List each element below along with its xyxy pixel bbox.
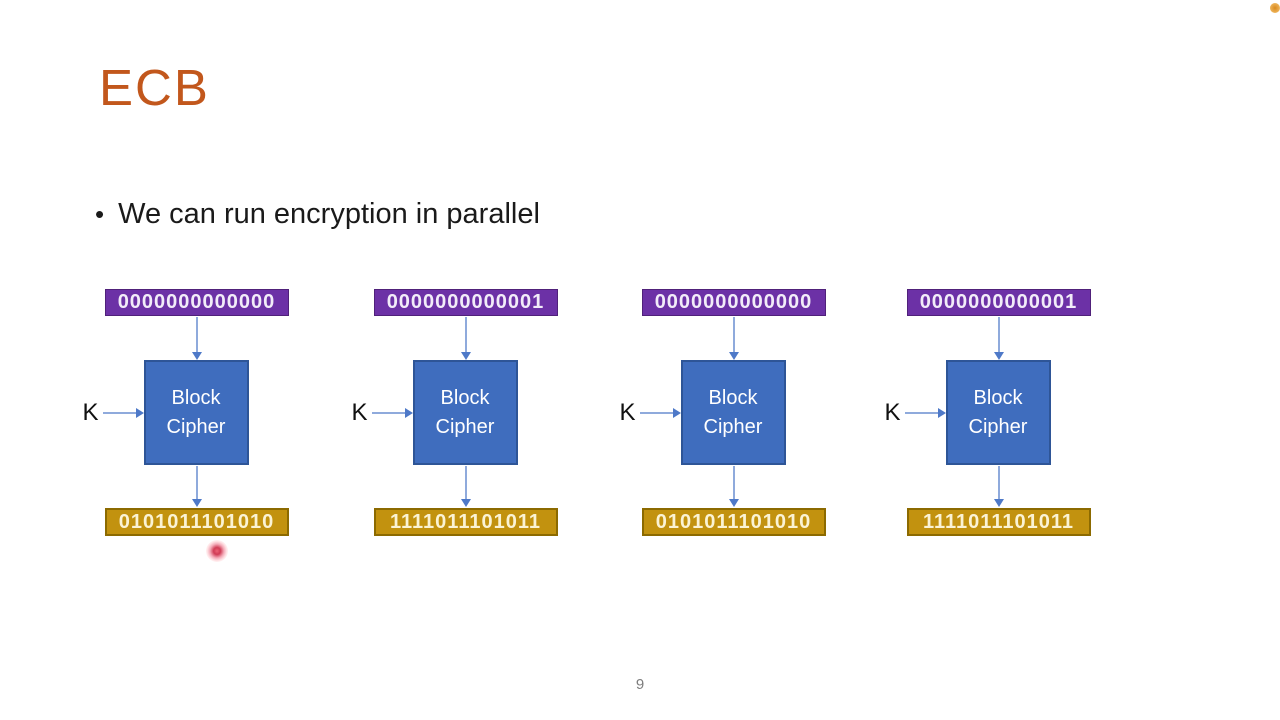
page-number: 9 [635, 676, 645, 693]
down-arrow [460, 466, 471, 507]
key-arrow [371, 408, 413, 418]
down-arrow [993, 317, 1004, 360]
ciphertext-block: 0101011101010 [641, 508, 826, 536]
down-arrow [460, 317, 471, 360]
recording-indicator-dot [1270, 3, 1280, 13]
down-arrow [993, 466, 1004, 507]
block-cipher-box: Block Cipher [143, 360, 249, 465]
key-label: K [82, 399, 99, 426]
key-arrow [102, 408, 144, 418]
key-label: K [884, 399, 901, 426]
block-cipher-box: Block Cipher [680, 360, 786, 465]
block-cipher-box: Block Cipher [412, 360, 518, 465]
bullet-item: • We can run encryption in parallel [95, 198, 540, 231]
down-arrow [191, 466, 202, 507]
block-cipher-box: Block Cipher [945, 360, 1051, 465]
plaintext-block: 0000000000001 [373, 289, 558, 316]
plaintext-block: 0000000000000 [104, 289, 289, 316]
ciphertext-block: 1111011101011 [373, 508, 558, 536]
key-label: K [351, 399, 368, 426]
down-arrow [728, 466, 739, 507]
key-arrow [904, 408, 946, 418]
down-arrow [191, 317, 202, 360]
slide-title: ECB [99, 59, 210, 116]
down-arrow [728, 317, 739, 360]
bullet-text: We can run encryption in parallel [118, 198, 540, 230]
laser-pointer-dot [206, 540, 228, 562]
plaintext-block: 0000000000001 [906, 289, 1091, 316]
ciphertext-block: 0101011101010 [104, 508, 289, 536]
ciphertext-block: 1111011101011 [906, 508, 1091, 536]
key-arrow [639, 408, 681, 418]
key-label: K [619, 399, 636, 426]
bullet-marker: • [95, 199, 105, 229]
plaintext-block: 0000000000000 [641, 289, 826, 316]
